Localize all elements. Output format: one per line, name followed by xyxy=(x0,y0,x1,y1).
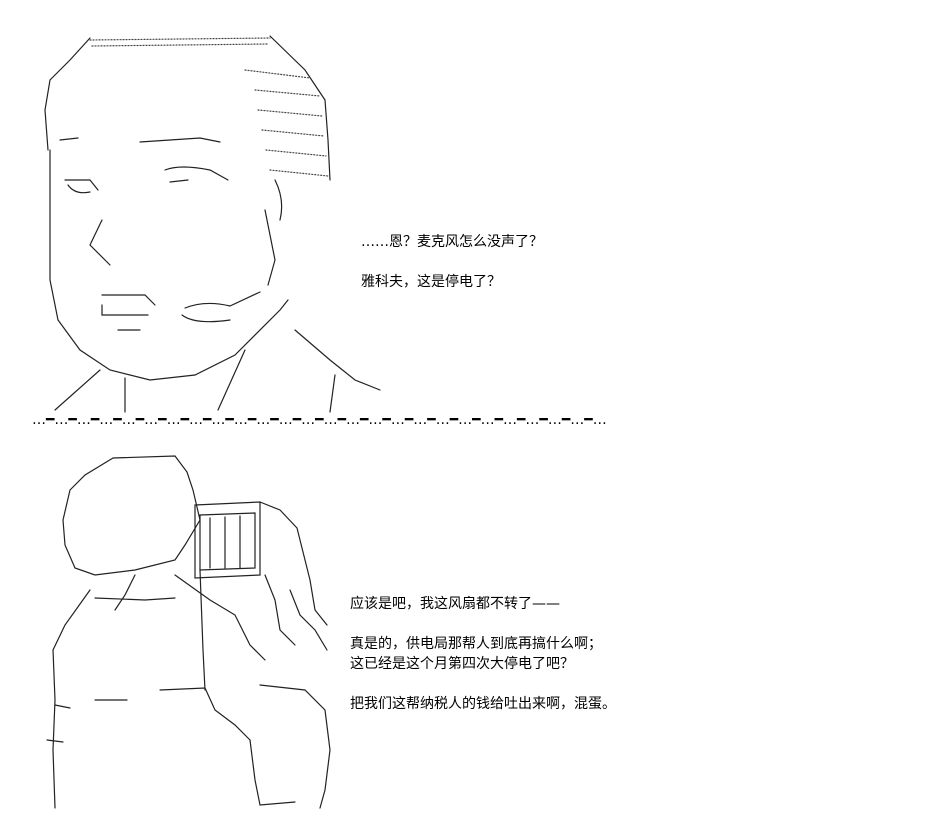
dialogue-line: 这已经是这个月第四次大停电了吧？ xyxy=(350,656,574,672)
dialogue-line: 应该是吧，我这风扇都不转了—— xyxy=(350,596,560,612)
dialogue-line: 雅科夫，这是停电了？ xyxy=(361,274,501,290)
dialogue-top: ……恩？麦克风怎么没声了？ 雅科夫，这是停电了？ xyxy=(361,232,543,292)
dialogue-line: 真是的，供电局那帮人到底再搞什么啊； xyxy=(350,636,602,652)
dialogue-line: ……恩？麦克风怎么没声了？ xyxy=(361,234,543,250)
panel-divider: …━…━…━…━…━…━…━…━…━…━…━…━…━…━…━…━…━…━…━…━… xyxy=(32,412,607,428)
ascii-art-face-panel xyxy=(30,30,400,415)
dialogue-bottom: 应该是吧，我这风扇都不转了—— 真是的，供电局那帮人到底再搞什么啊； 这已经是这… xyxy=(350,594,616,714)
ascii-art-fan-panel xyxy=(35,450,345,810)
dialogue-line: 把我们这帮纳税人的钱给吐出来啊，混蛋。 xyxy=(350,696,616,712)
